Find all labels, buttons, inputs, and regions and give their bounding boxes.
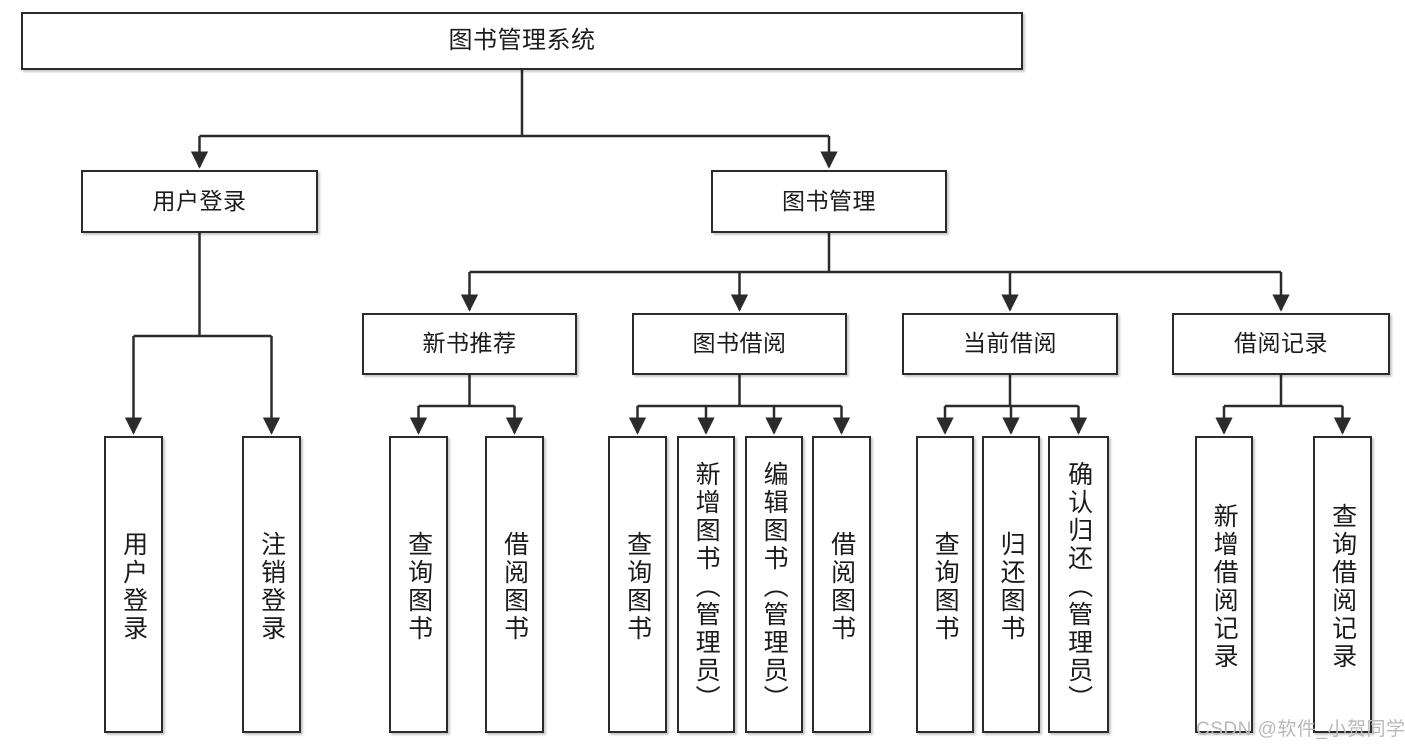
node-label: 确认归还（管理员） bbox=[1064, 460, 1093, 713]
node-label: 图书借阅 bbox=[692, 330, 787, 357]
node-label: 当前借阅 bbox=[963, 330, 1057, 357]
node-label: 新增图书（管理员） bbox=[692, 460, 721, 713]
leaf-box-node-1-注销登录[interactable]: 注销登录 bbox=[242, 436, 301, 733]
node-label: 借阅图书 bbox=[827, 530, 856, 643]
node-label: 查询图书 bbox=[931, 530, 960, 643]
node-label: 用户登录 bbox=[119, 530, 148, 643]
node-label: 查询借阅记录 bbox=[1328, 502, 1357, 671]
leaf-box-node-8-查询图书[interactable]: 查询图书 bbox=[916, 436, 974, 733]
leaf-box-node-7-借阅图书[interactable]: 借阅图书 bbox=[812, 436, 871, 733]
leaf-box-node-9-归还图书[interactable]: 归还图书 bbox=[982, 436, 1040, 733]
node-label: 新增借阅记录 bbox=[1210, 502, 1239, 671]
leaf-box-node-0-用户登录[interactable]: 用户登录 bbox=[104, 436, 163, 733]
node-label: 借阅图书 bbox=[500, 530, 529, 643]
leaf-box-node-6-编辑图书管理员[interactable]: 编辑图书（管理员） bbox=[745, 436, 803, 733]
node-label: 注销登录 bbox=[257, 530, 286, 643]
node-label: 查询图书 bbox=[623, 530, 652, 643]
node-label: 归还图书 bbox=[997, 530, 1026, 643]
node-label: 查询图书 bbox=[404, 530, 433, 643]
level1-box-node-0-用户登录[interactable]: 用户登录 bbox=[81, 170, 318, 233]
level2-box-node-3-借阅记录[interactable]: 借阅记录 bbox=[1172, 313, 1390, 375]
leaf-box-node-11-新增借阅记录[interactable]: 新增借阅记录 bbox=[1195, 436, 1253, 733]
level2-box-node-2-当前借阅[interactable]: 当前借阅 bbox=[902, 313, 1118, 375]
node-label: 图书管理 bbox=[782, 187, 876, 214]
root-box-node-0-图书管理系统[interactable]: 图书管理系统 bbox=[21, 12, 1023, 70]
leaf-box-node-12-查询借阅记录[interactable]: 查询借阅记录 bbox=[1313, 436, 1372, 733]
leaf-box-node-2-查询图书[interactable]: 查询图书 bbox=[389, 436, 448, 733]
leaf-box-node-3-借阅图书[interactable]: 借阅图书 bbox=[485, 436, 544, 733]
node-label: 借阅记录 bbox=[1234, 330, 1328, 357]
level1-box-node-1-图书管理[interactable]: 图书管理 bbox=[711, 170, 947, 233]
node-label: 新书推荐 bbox=[422, 330, 517, 357]
node-label: 图书管理系统 bbox=[448, 26, 596, 54]
node-label: 用户登录 bbox=[152, 187, 247, 214]
level2-box-node-0-新书推荐[interactable]: 新书推荐 bbox=[362, 313, 577, 375]
level2-box-node-1-图书借阅[interactable]: 图书借阅 bbox=[632, 313, 847, 375]
leaf-box-node-5-新增图书管理员[interactable]: 新增图书（管理员） bbox=[677, 436, 735, 733]
leaf-box-node-10-确认归还管理员[interactable]: 确认归还（管理员） bbox=[1048, 436, 1109, 733]
leaf-box-node-4-查询图书[interactable]: 查询图书 bbox=[608, 436, 667, 733]
node-label: 编辑图书（管理员） bbox=[760, 460, 789, 713]
